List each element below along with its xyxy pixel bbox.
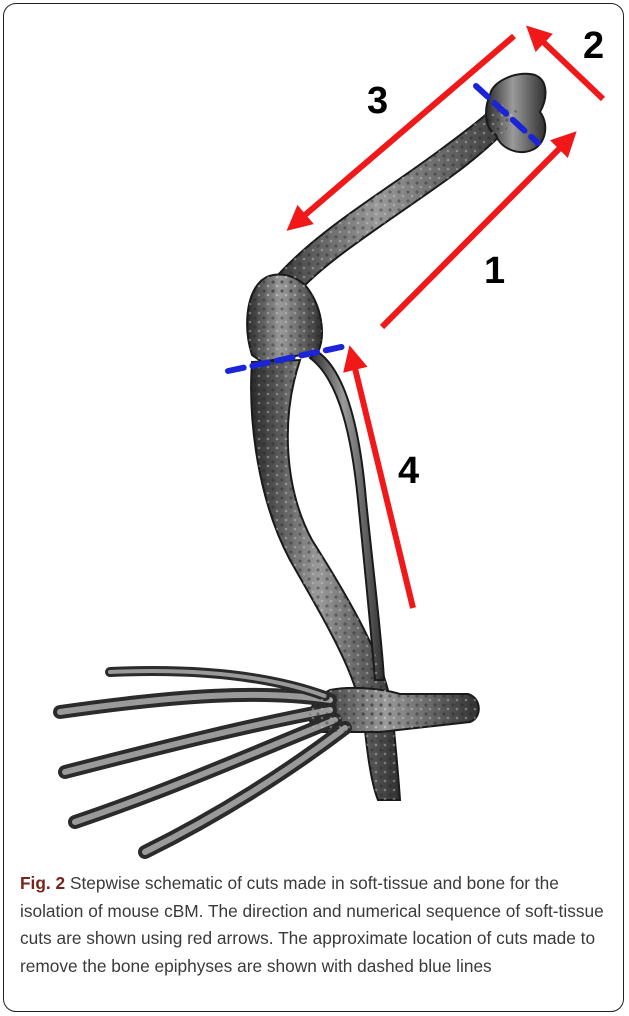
step-label-4: 4	[398, 450, 419, 492]
caption-text: Stepwise schematic of cuts made in soft-…	[20, 873, 604, 976]
arrow-step-1	[382, 142, 566, 327]
step-label-3: 3	[367, 80, 388, 122]
figure-label: Fig. 2	[20, 873, 65, 893]
step-label-1: 1	[484, 250, 505, 292]
toes	[60, 671, 345, 852]
mouse-hindlimb-bones	[60, 74, 545, 852]
figure-illustration: 1 2 3 4	[0, 0, 629, 860]
step-label-2: 2	[583, 25, 604, 67]
figure-caption: Fig. 2 Stepwise schematic of cuts made i…	[20, 870, 614, 980]
